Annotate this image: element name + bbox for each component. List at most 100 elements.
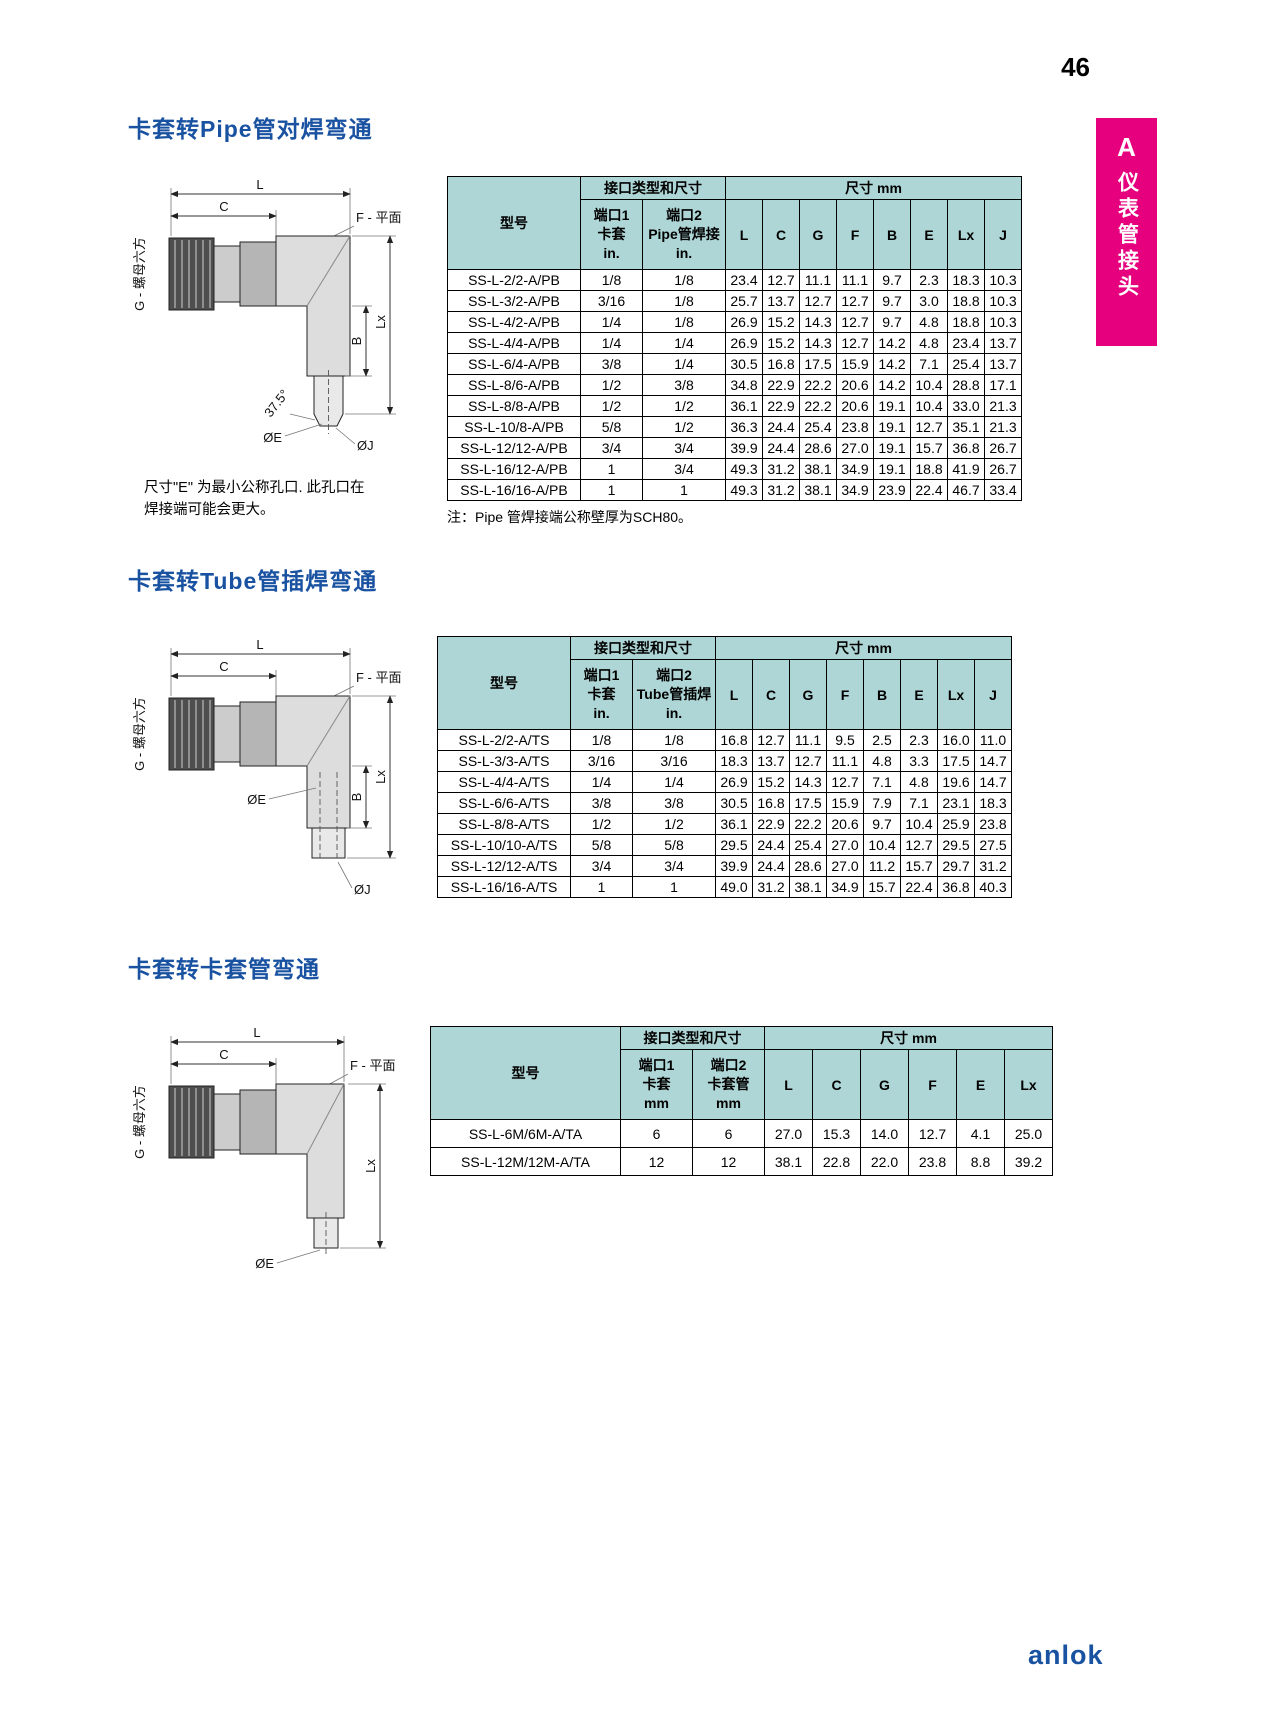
section-tube-socket-weld-elbow: 卡套转Tube管插焊弯通 L C F - 平面 G - 螺母六方 [128, 562, 1208, 942]
dim-label-L: L [256, 177, 263, 192]
value-cell: 24.4 [762, 437, 800, 459]
value-cell: 23.4 [947, 332, 985, 354]
value-cell: 23.8 [836, 416, 874, 438]
value-cell: 14.7 [973, 750, 1013, 772]
value-cell: 15.2 [762, 311, 800, 333]
value-cell: 33.0 [947, 395, 985, 417]
model-cell: SS-L-12M/12M-A/TA [430, 1147, 621, 1176]
value-cell: 1/4 [580, 332, 643, 354]
value-cell: 17.5 [799, 353, 837, 375]
value-cell: 10.4 [900, 813, 938, 835]
value-cell: 12.7 [762, 269, 800, 291]
value-cell: 9.7 [873, 311, 911, 333]
table-footnote: 注：Pipe 管焊接端公称壁厚为SCH80。 [447, 509, 693, 525]
value-cell: 14.3 [799, 332, 837, 354]
value-cell: 2.3 [910, 269, 948, 291]
value-cell: 3/16 [632, 750, 716, 772]
tab-label: 仪表管接头 [1115, 171, 1139, 301]
value-cell: 3.3 [900, 750, 938, 772]
section-title: 卡套转卡套管弯通 [128, 956, 320, 982]
value-cell: 22.9 [752, 813, 790, 835]
value-cell: 19.1 [873, 416, 911, 438]
value-cell: 3/8 [642, 374, 726, 396]
dimension-column-header: Lx [1003, 1049, 1054, 1120]
value-cell: 1 [632, 876, 716, 898]
model-cell: SS-L-16/16-A/TS [437, 876, 571, 898]
value-cell: 25.4 [799, 416, 837, 438]
value-cell: 7.1 [863, 771, 901, 793]
dimension-column-header: L [764, 1049, 813, 1120]
dimension-column-header: E [956, 1049, 1005, 1120]
value-cell: 29.5 [937, 834, 975, 856]
value-cell: 15.7 [863, 876, 901, 898]
value-cell: 4.8 [910, 311, 948, 333]
value-cell: 11.1 [836, 269, 874, 291]
value-cell: 30.5 [725, 353, 763, 375]
value-cell: 46.7 [947, 479, 985, 501]
value-cell: 22.2 [789, 813, 827, 835]
model-cell: SS-L-12/12-A/PB [447, 437, 581, 459]
value-cell: 3.0 [910, 290, 948, 312]
flat-face-label: F - 平面 [350, 1058, 396, 1073]
value-cell: 38.1 [799, 479, 837, 501]
value-cell: 12.7 [900, 834, 938, 856]
value-cell: 1/8 [642, 269, 726, 291]
dim-label-B: B [349, 793, 364, 802]
value-cell: 7.1 [900, 792, 938, 814]
dimension-column-header: L [715, 659, 753, 730]
value-cell: 3/8 [580, 353, 643, 375]
value-cell: 16.8 [762, 353, 800, 375]
value-cell: 1/8 [632, 729, 716, 751]
model-cell: SS-L-8/8-A/TS [437, 813, 571, 835]
value-cell: 27.0 [826, 834, 864, 856]
value-cell: 7.1 [910, 353, 948, 375]
dim-label-L: L [256, 637, 263, 652]
value-cell: 25.4 [789, 834, 827, 856]
model-cell: SS-L-10/10-A/TS [437, 834, 571, 856]
dimension-column-header: L [725, 199, 763, 270]
value-cell: 36.8 [947, 437, 985, 459]
model-cell: SS-L-10/8-A/PB [447, 416, 581, 438]
value-cell: 2.5 [863, 729, 901, 751]
drawing-note: 尺寸"E" 为最小公称孔口. 此孔口在 焊接端可能会更大。 [144, 480, 365, 519]
outer-dia-label: ØJ [354, 882, 371, 897]
elbow-drawing-pipe-weld: L C F - 平面 G - 螺母六方 [132, 177, 402, 453]
model-cell: SS-L-16/12-A/PB [447, 458, 581, 480]
value-cell: 39.9 [715, 855, 753, 877]
value-cell: 36.8 [937, 876, 975, 898]
value-cell: 12.7 [836, 311, 874, 333]
value-cell: 39.2 [1003, 1147, 1054, 1176]
value-cell: 12.7 [752, 729, 790, 751]
value-cell: 14.2 [873, 374, 911, 396]
value-cell: 27.5 [973, 834, 1013, 856]
value-cell: 1/8 [580, 269, 643, 291]
value-cell: 1/2 [632, 813, 716, 835]
value-cell: 14.7 [973, 771, 1013, 793]
value-cell: 1/4 [570, 771, 633, 793]
value-cell: 14.3 [789, 771, 827, 793]
dimension-column-header: G [799, 199, 837, 270]
value-cell: 34.9 [836, 479, 874, 501]
fitting-drawing: L C F - 平面 G - 螺母六方 [114, 632, 454, 917]
value-cell: 13.7 [752, 750, 790, 772]
dimension-column-header: Lx [947, 199, 985, 270]
fitting-body [168, 235, 351, 434]
value-cell: 11.1 [789, 729, 827, 751]
value-cell: 11.2 [863, 855, 901, 877]
value-cell: 18.3 [947, 269, 985, 291]
value-cell: 3/4 [632, 855, 716, 877]
flat-face-label: F - 平面 [356, 670, 402, 685]
value-cell: 34.9 [826, 876, 864, 898]
value-cell: 4.1 [956, 1119, 1005, 1148]
value-cell: 17.5 [789, 792, 827, 814]
dim-label-L: L [253, 1025, 260, 1040]
